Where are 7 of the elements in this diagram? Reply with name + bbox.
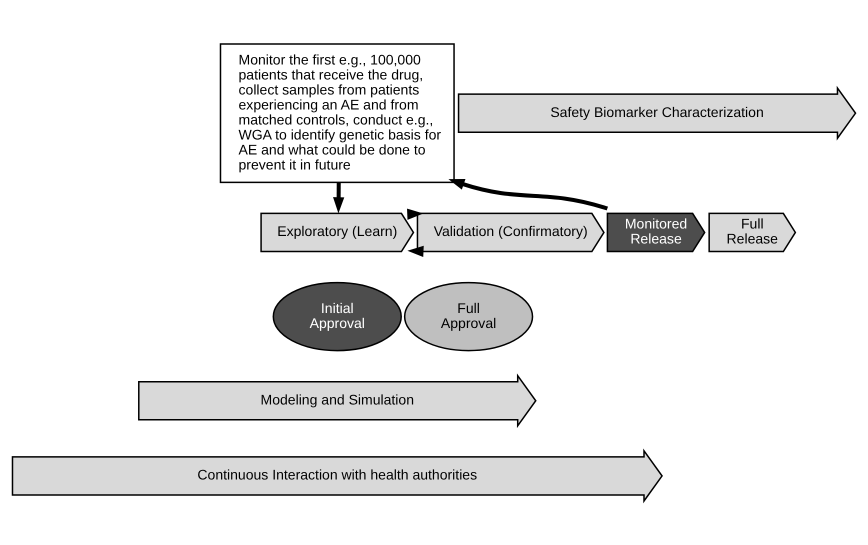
node-ellipse: Initial Approval: [272, 282, 402, 352]
arrow: [407, 208, 424, 220]
node-box: Monitor the first e.g., 100,000 patients that receive the drug, collect samples from patients experiencing an AE and from matched controls, conduct e.g., WGA to identify genetic basis for AE and what could be done to prevent it in future: [220, 43, 455, 184]
node-ellipse: Full Approval: [404, 282, 534, 352]
arrow: [333, 182, 344, 214]
arrow: [448, 179, 608, 210]
arrow: [407, 246, 424, 258]
